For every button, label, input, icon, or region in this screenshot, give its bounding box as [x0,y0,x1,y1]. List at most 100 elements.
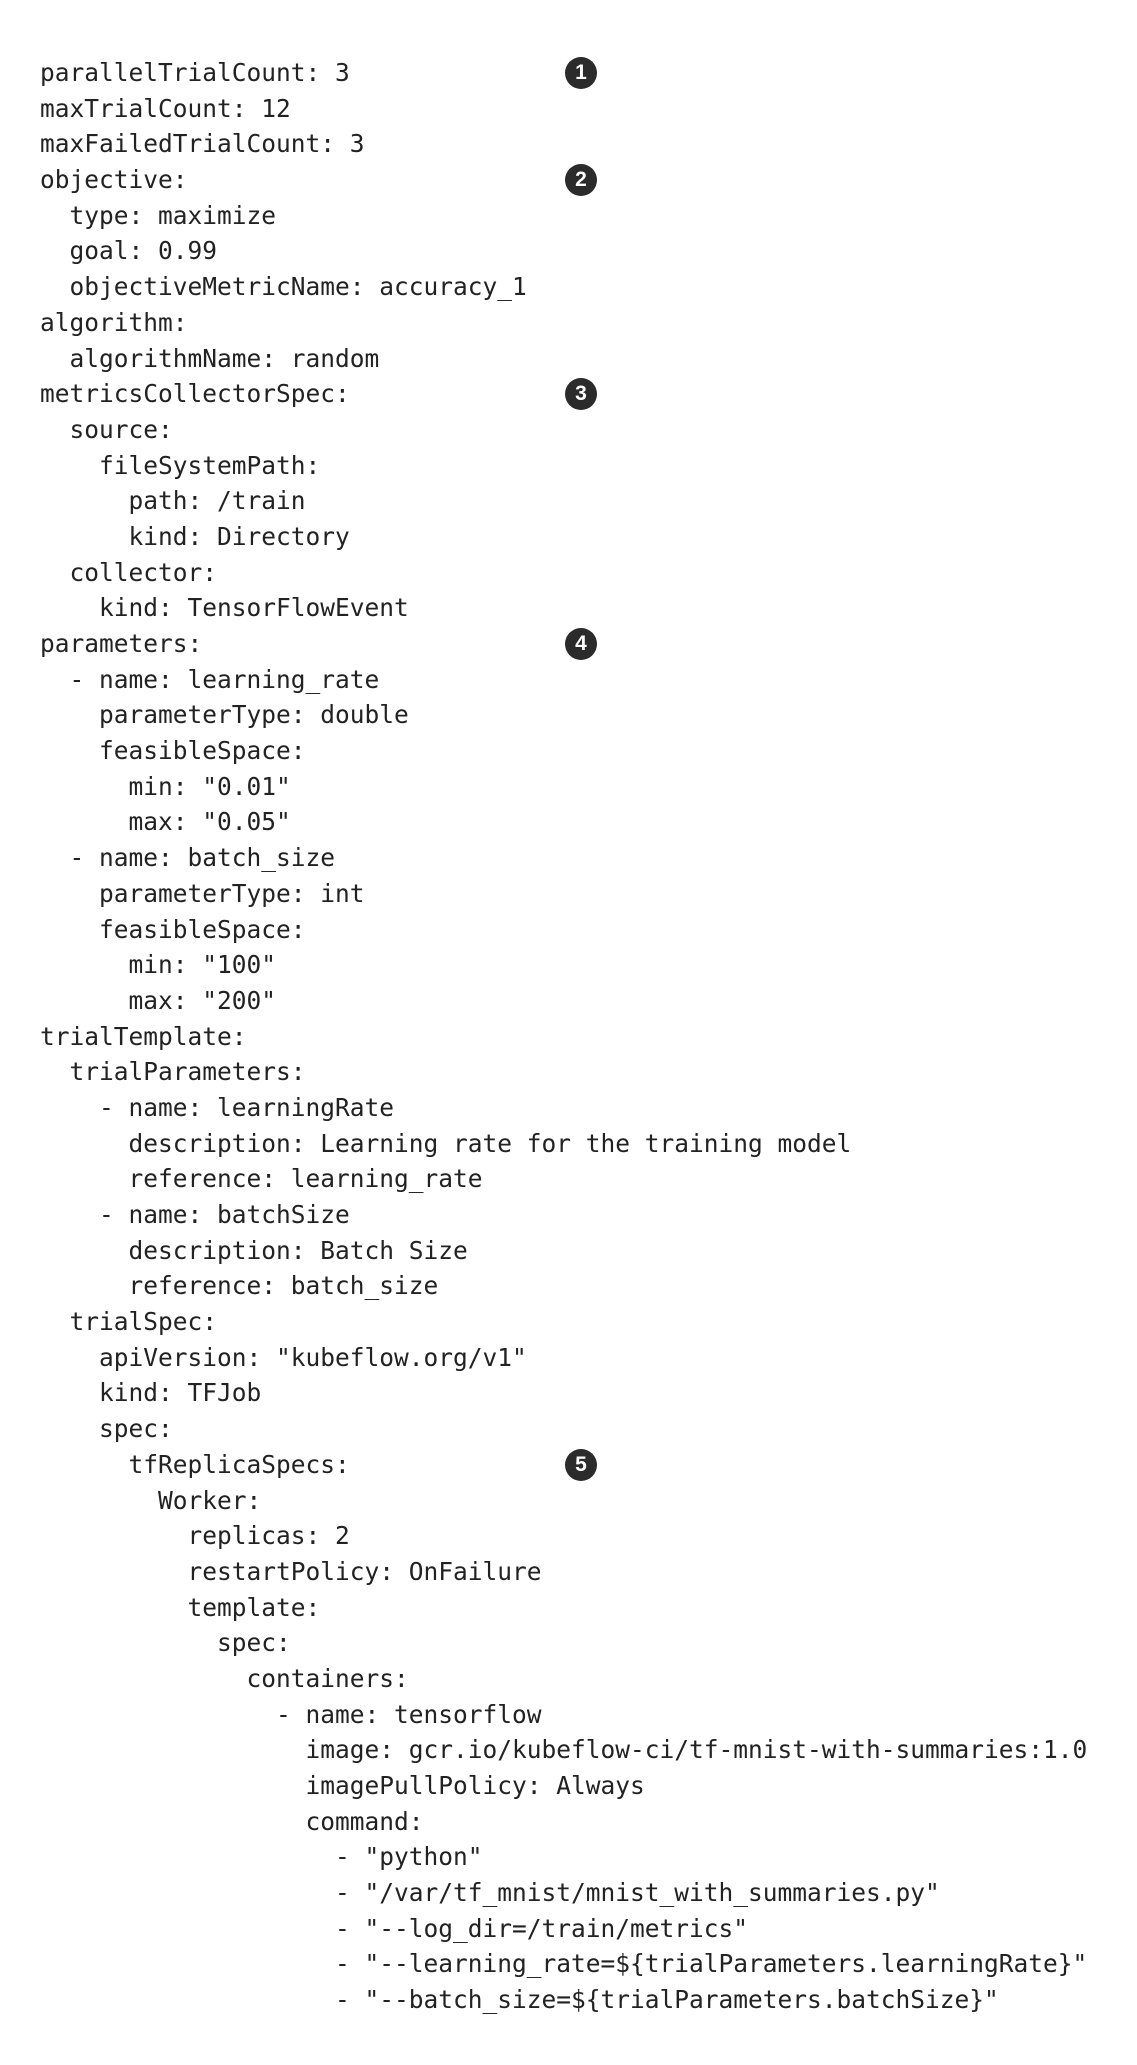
code-line-text: reference: learning_rate [40,1164,483,1194]
code-line-text: kind: TensorFlowEvent [40,593,409,623]
code-line-text: collector: [40,557,218,587]
code-line: min: "100" [40,947,1137,983]
code-line: image: gcr.io/kubeflow-ci/tf-mnist-with-… [40,1732,1137,1768]
code-line-text: - "/var/tf_mnist/mnist_with_summaries.py… [40,1878,940,1908]
code-line-text: metricsCollectorSpec: [40,379,350,409]
code-line-text: maxTrialCount: 12 [40,93,291,123]
code-line: - name: learning_rate [40,662,1137,698]
code-line-text: max: "0.05" [40,807,291,837]
code-line: description: Batch Size [40,1233,1137,1269]
code-line-text: max: "200" [40,985,277,1015]
code-line: feasibleSpace: [40,912,1137,948]
callout-number-icon: 3 [565,378,597,411]
code-line: algorithmName: random [40,341,1137,377]
code-line-text: parameters: [40,629,203,658]
code-line-text: kind: TFJob [40,1378,262,1408]
code-line: parameterType: double [40,697,1137,733]
code-line: metricsCollectorSpec: 3 [40,376,1137,412]
code-line: description: Learning rate for the train… [40,1126,1137,1162]
code-line-text: command: [40,1806,424,1836]
code-line-text: spec: [40,1628,291,1658]
code-line-text: - "--batch_size=${trialParameters.batchS… [40,1985,999,2015]
code-line-text: algorithm: [40,307,188,337]
code-line: algorithm: [40,305,1137,341]
code-line: replicas: 2 [40,1518,1137,1554]
code-line-text: feasibleSpace: [40,914,306,944]
code-line: max: "200" [40,983,1137,1019]
code-line: restartPolicy: OnFailure [40,1554,1137,1590]
code-line-text: imagePullPolicy: Always [40,1771,645,1800]
code-line-text: min: "0.01" [40,771,291,801]
code-line: - "--learning_rate=${trialParameters.lea… [40,1946,1137,1982]
code-line: trialTemplate: [40,1019,1137,1055]
code-line-text: - name: learningRate [40,1092,395,1122]
code-line-text: path: /train [40,486,306,516]
yaml-code-listing: parallelTrialCount: 3 1 maxTrialCount: 12 m… [40,55,1137,2018]
code-line-text: - name: batch_size [40,843,336,873]
code-line: trialParameters: [40,1054,1137,1090]
code-line: - "python" [40,1839,1137,1875]
code-line-text: parameterType: double [40,700,409,730]
code-line: - name: tensorflow [40,1697,1137,1733]
code-line-text: - "--learning_rate=${trialParameters.lea… [40,1949,1088,1979]
code-line: objectiveMetricName: accuracy_1 [40,269,1137,305]
code-line: trialSpec: [40,1304,1137,1340]
code-line-text: Worker: [40,1485,262,1515]
code-line: reference: learning_rate [40,1161,1137,1197]
code-line: min: "0.01" [40,769,1137,805]
code-line: apiVersion: "kubeflow.org/v1" [40,1340,1137,1376]
code-line: parallelTrialCount: 3 1 [40,55,1137,91]
code-line: type: maximize [40,198,1137,234]
code-line: source: [40,412,1137,448]
code-line-text: template: [40,1592,321,1622]
code-line-text: spec: [40,1414,173,1444]
code-line: - "--log_dir=/train/metrics" [40,1911,1137,1947]
code-line-text: source: [40,414,173,444]
code-line: tfReplicaSpecs:5 [40,1447,1137,1483]
code-line-text: - name: batchSize [40,1200,350,1229]
code-line-text: image: gcr.io/kubeflow-ci/tf-mnist-with-… [40,1735,1088,1765]
code-line: kind: TFJob [40,1375,1137,1411]
code-line: collector: [40,555,1137,591]
code-line: - name: learningRate [40,1090,1137,1126]
code-line: reference: batch_size [40,1268,1137,1304]
code-line-text: feasibleSpace: [40,736,306,766]
code-line: parameterType: int [40,876,1137,912]
code-line: Worker: [40,1483,1137,1519]
code-line: imagePullPolicy: Always [40,1768,1137,1804]
code-line-text: - "--log_dir=/train/metrics" [40,1913,749,1943]
code-line-text: - name: learning_rate [40,664,380,694]
code-line: - "/var/tf_mnist/mnist_with_summaries.py… [40,1875,1137,1911]
callout-number-icon: 1 [565,57,597,89]
code-line-text: objectiveMetricName: accuracy_1 [40,272,527,302]
code-line-text: description: Batch Size [40,1235,468,1265]
code-line-text: replicas: 2 [40,1521,350,1551]
code-line-text: min: "100" [40,950,277,980]
code-line-text: - name: tensorflow [40,1699,542,1729]
code-line: maxTrialCount: 12 [40,91,1137,127]
code-line-text: algorithmName: random [40,343,380,373]
code-line-text: parallelTrialCount: 3 [40,58,350,87]
code-line: path: /train [40,483,1137,519]
code-line-text: maxFailedTrialCount: 3 [40,129,365,159]
code-line: feasibleSpace: [40,733,1137,769]
code-line: goal: 0.99 [40,233,1137,269]
code-line: kind: TensorFlowEvent [40,590,1137,626]
code-line-text: goal: 0.99 [40,236,218,266]
code-line-text: - "python" [40,1842,483,1872]
code-line-text: kind: Directory [40,521,350,551]
code-line-text: containers: [40,1663,409,1693]
code-line-text: trialParameters: [40,1057,306,1087]
code-line: spec: [40,1625,1137,1661]
code-line: - "--batch_size=${trialParameters.batchS… [40,1982,1137,2018]
code-line-text: description: Learning rate for the train… [40,1128,852,1158]
code-line-text: reference: batch_size [40,1271,439,1301]
code-line-text: fileSystemPath: [40,450,321,480]
code-line-text: apiVersion: "kubeflow.org/v1" [40,1342,527,1372]
code-line-text: trialSpec: [40,1307,218,1337]
code-line: max: "0.05" [40,804,1137,840]
callout-number-icon: 5 [565,1448,597,1481]
code-line-text: trialTemplate: [40,1021,247,1051]
code-line: maxFailedTrialCount: 3 [40,126,1137,162]
callout-number-icon: 2 [565,164,597,197]
